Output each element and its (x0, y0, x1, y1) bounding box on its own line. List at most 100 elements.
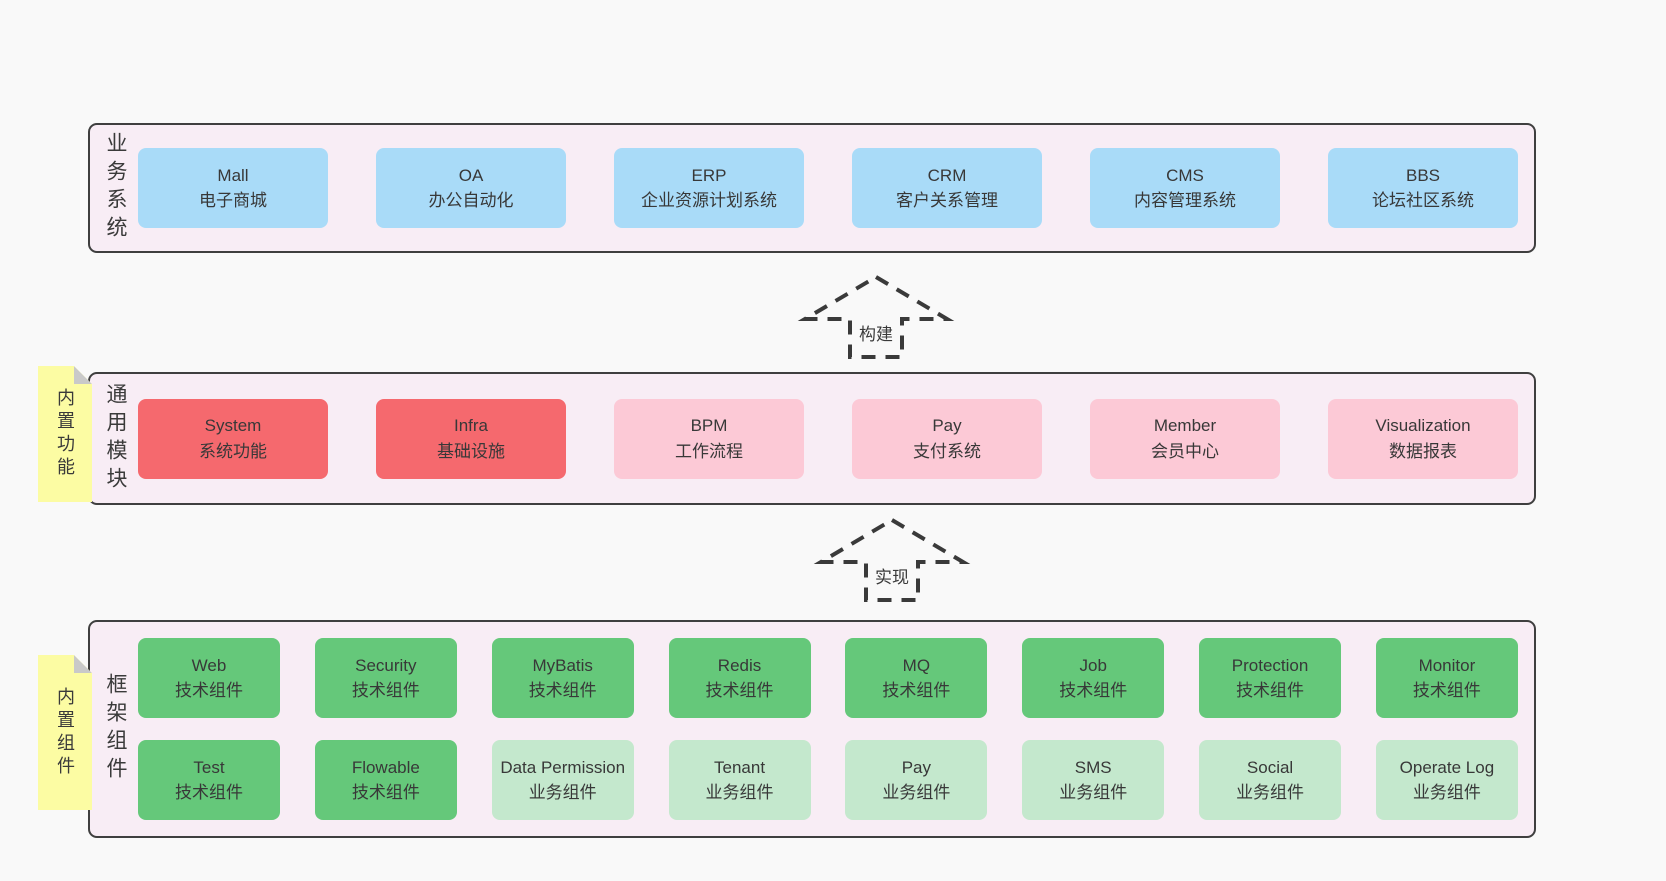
box-social: Social 业务组件 (1199, 740, 1342, 820)
build-arrow-label: 构建 (856, 320, 896, 345)
implement-arrow-label: 实现 (872, 563, 912, 588)
box-subtitle: 技术组件 (351, 681, 420, 700)
box-test: Test 技术组件 (138, 740, 280, 820)
box-title: Flowable (351, 757, 420, 777)
box-title: Pay (932, 416, 962, 435)
implement-arrow-icon: 实现 (813, 517, 971, 603)
built-in-components-label: 内置组件 (55, 686, 75, 779)
box-subtitle: 系统功能 (199, 441, 267, 461)
up-block-arrow-icon (797, 274, 955, 359)
box-pay: Pay 支付系统 (852, 398, 1042, 479)
box-title: SMS (1074, 757, 1112, 777)
box-tenant: Tenant 业务组件 (668, 740, 811, 820)
box-title: Web (191, 655, 227, 675)
box-subtitle: 业务组件 (528, 783, 597, 802)
box-subtitle: 技术组件 (175, 681, 243, 700)
box-flowable: Flowable 技术组件 (314, 740, 457, 820)
box-subtitle: 会员中心 (1151, 441, 1219, 461)
box-subtitle: 技术组件 (705, 681, 774, 700)
box-title: Job (1079, 655, 1107, 675)
box-title: Infra (453, 416, 489, 435)
box-monitor: Monitor 技术组件 (1375, 638, 1518, 718)
box-title: BPM (690, 416, 728, 435)
box-title: Data Permission (500, 757, 626, 777)
box-subtitle: 技术组件 (1059, 681, 1128, 700)
box-web: Web 技术组件 (138, 638, 280, 718)
box-title: System (204, 416, 262, 435)
box-title: CMS (1166, 165, 1204, 185)
box-subtitle: 业务组件 (1412, 783, 1481, 802)
box-title: Operate Log (1399, 757, 1495, 777)
common-modules-label: 通用模块 (104, 382, 127, 495)
box-subtitle: 企业资源计划系统 (641, 191, 777, 210)
box-crm: CRM 客户关系管理 (852, 148, 1042, 228)
box-subtitle: 论坛社区系统 (1372, 191, 1474, 210)
layer-common-modules: 通用模块 System 系统功能 Infra 基础设施 BPM 工作流程 Pay 支付系统 Me… (88, 372, 1536, 505)
box-subtitle: 业务组件 (1236, 783, 1305, 802)
business-systems-label: 业务系统 (104, 132, 127, 244)
box-data-permission: Data Permission 业务组件 (491, 740, 634, 820)
box-subtitle: 客户关系管理 (896, 191, 998, 210)
sticky-note-built-in-features: 内置功能 (38, 366, 92, 502)
box-system: System 系统功能 (138, 398, 328, 479)
built-in-features-label: 内置功能 (55, 388, 75, 480)
box-visualization: Visualization 数据报表 (1328, 398, 1518, 479)
box-infra: Infra 基础设施 (376, 398, 566, 479)
box-security: Security 技术组件 (314, 638, 457, 718)
box-subtitle: 内容管理系统 (1134, 191, 1236, 210)
box-subtitle: 业务组件 (705, 783, 774, 802)
box-bpm: BPM 工作流程 (614, 398, 804, 479)
build-arrow-icon: 构建 (797, 274, 955, 360)
box-subtitle: 技术组件 (1412, 681, 1481, 700)
box-cms: CMS 内容管理系统 (1090, 148, 1280, 228)
box-subtitle: 支付系统 (913, 441, 981, 461)
box-subtitle: 业务组件 (1059, 783, 1128, 802)
box-protection: Protection 技术组件 (1199, 638, 1342, 718)
sticky-note-built-in-components: 内置组件 (38, 655, 92, 810)
box-subtitle: 办公自动化 (428, 191, 514, 210)
box-job: Job 技术组件 (1022, 638, 1165, 718)
box-title: MQ (902, 655, 931, 675)
box-oa: OA 办公自动化 (376, 148, 566, 228)
box-title: Redis (717, 655, 762, 675)
box-subtitle: 数据报表 (1389, 441, 1457, 461)
box-title: Social (1246, 757, 1294, 777)
box-subtitle: 技术组件 (1236, 681, 1305, 700)
up-block-arrow-icon (813, 517, 971, 602)
box-title: Mall (217, 165, 249, 185)
box-subtitle: 技术组件 (351, 783, 420, 802)
box-title: Protection (1231, 655, 1309, 675)
box-mq: MQ 技术组件 (845, 638, 988, 718)
box-title: BBS (1405, 165, 1441, 185)
box-title: Security (355, 655, 417, 675)
box-operate-log: Operate Log 业务组件 (1375, 740, 1518, 820)
box-subtitle: 技术组件 (882, 681, 951, 700)
box-subtitle: 技术组件 (175, 783, 243, 802)
box-title: Tenant (714, 757, 766, 777)
box-redis: Redis 技术组件 (668, 638, 811, 718)
box-title: Monitor (1418, 655, 1476, 675)
box-bbs: BBS 论坛社区系统 (1328, 148, 1518, 228)
box-title: Pay (901, 757, 932, 777)
box-subtitle: 工作流程 (675, 441, 743, 461)
box-title: Test (193, 757, 225, 777)
box-subtitle: 基础设施 (437, 441, 505, 461)
box-title: OA (458, 165, 484, 185)
framework-components-label: 框架组件 (104, 673, 127, 785)
box-title: Visualization (1375, 416, 1471, 435)
box-title: CRM (927, 165, 967, 185)
box-title: MyBatis (532, 655, 593, 675)
